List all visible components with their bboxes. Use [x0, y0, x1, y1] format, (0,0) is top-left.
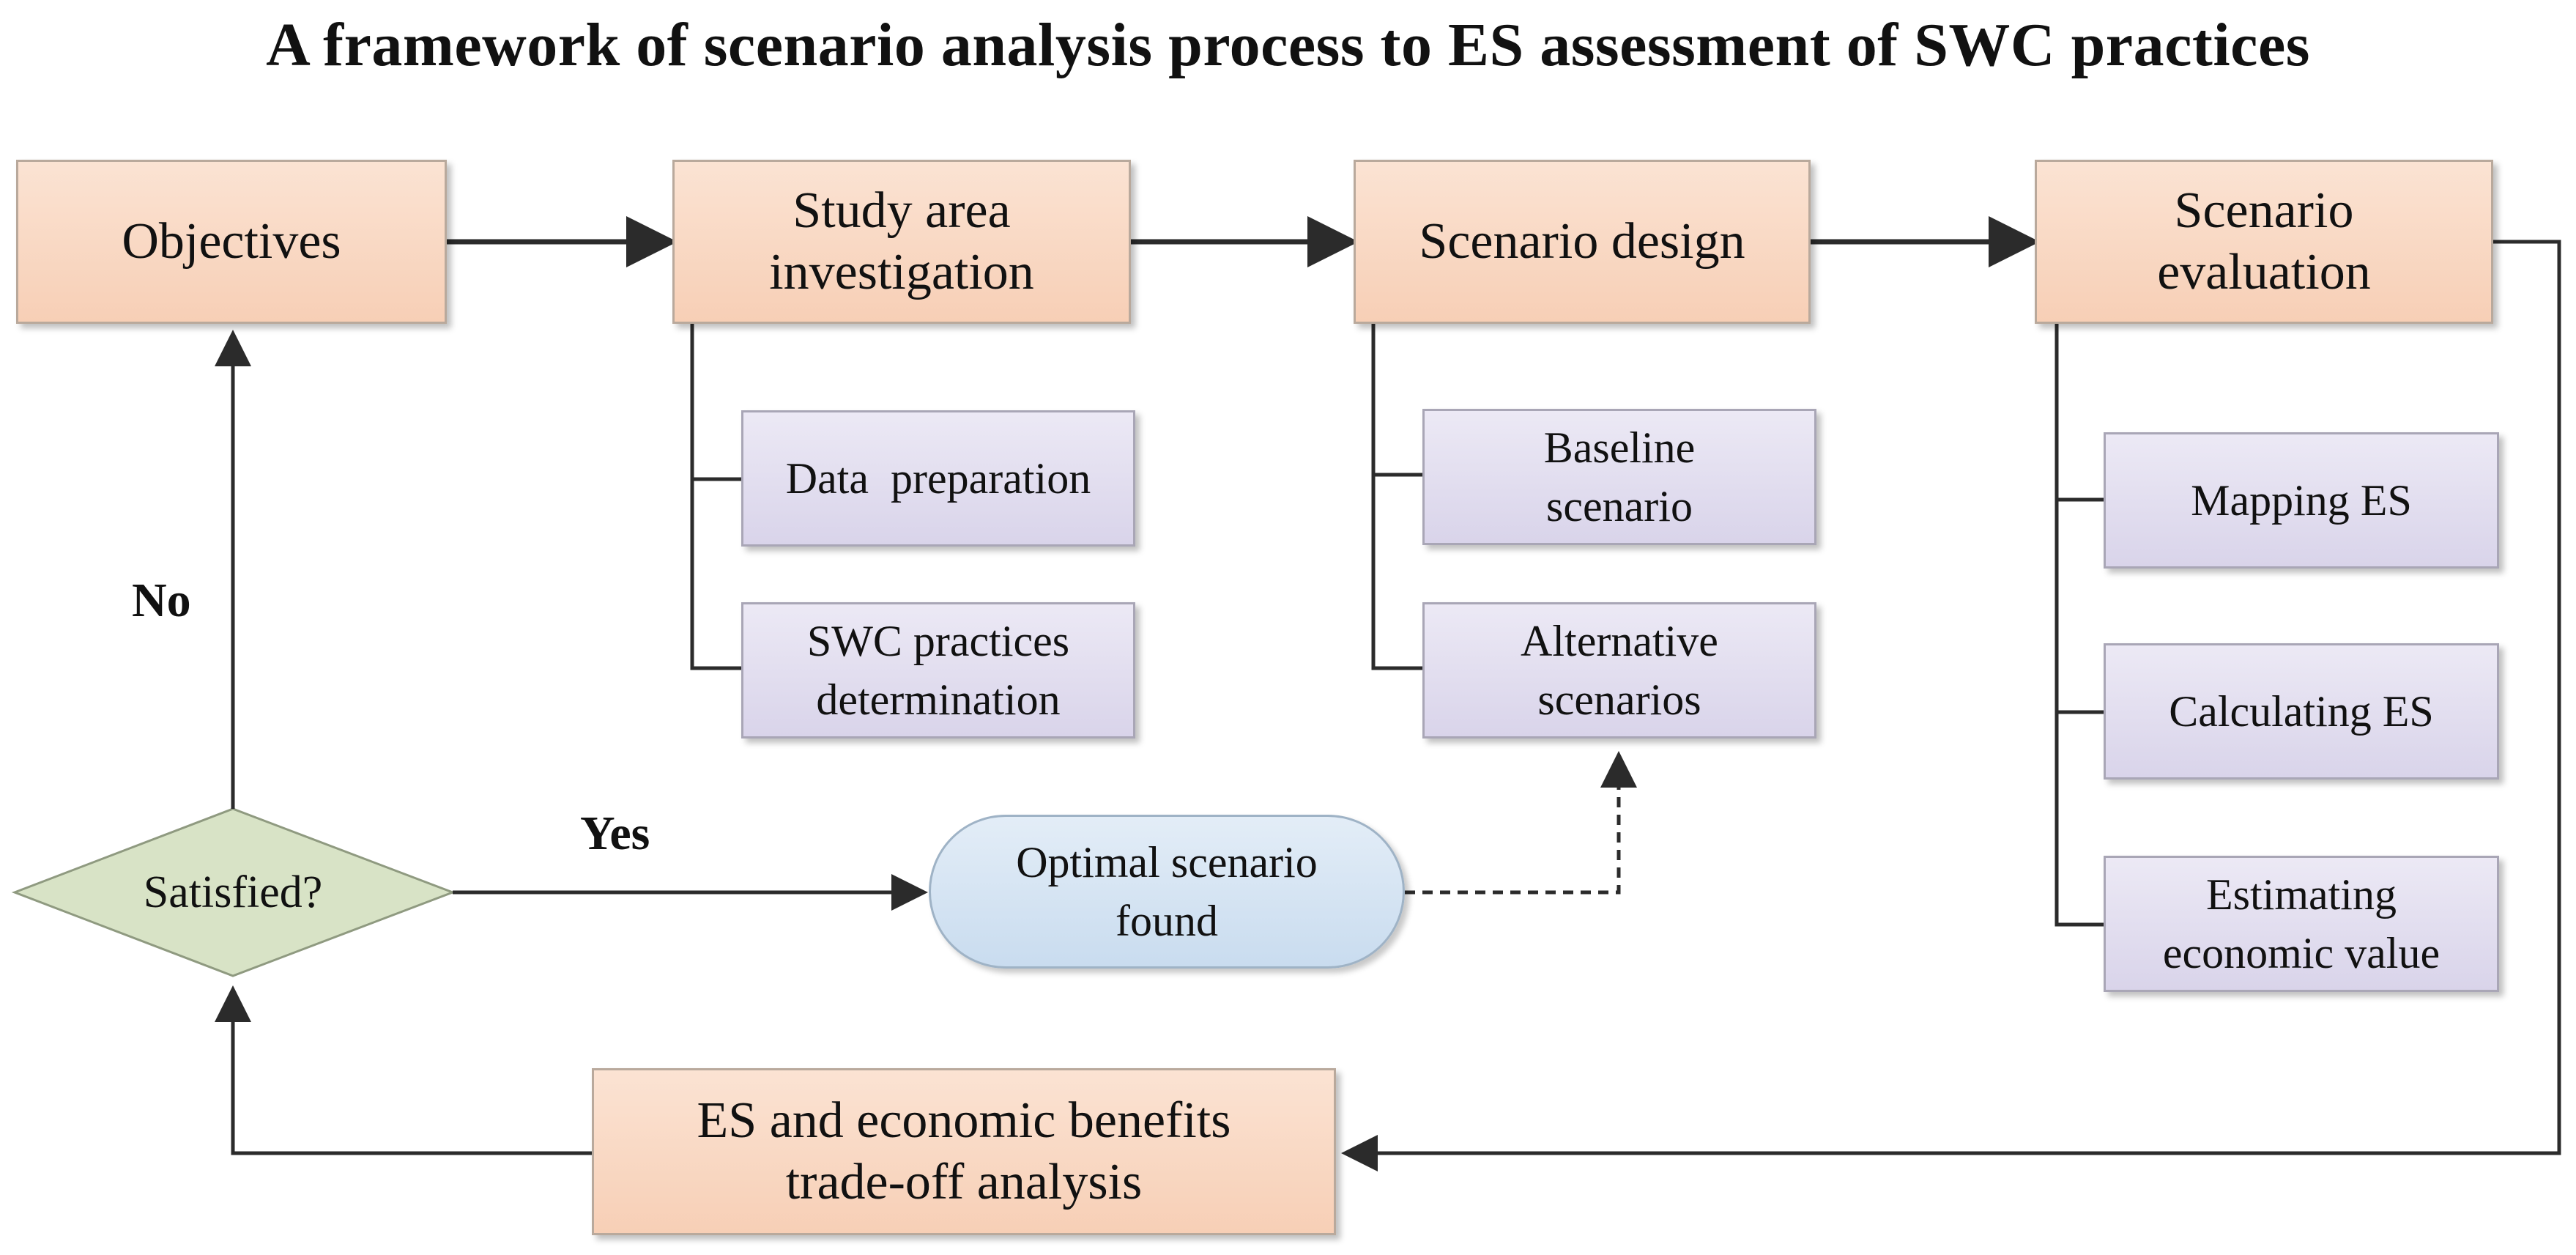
- scenario-design-label: Scenario design: [1419, 213, 1745, 270]
- arrow-tradeoff-to-satisfied: [215, 985, 592, 1155]
- calculating-es-label: Calculating ES: [2169, 687, 2434, 736]
- study-area-label-line2: investigation: [769, 244, 1034, 300]
- satisfied-decision-label: Satisfied?: [143, 867, 323, 917]
- data-preparation-box: Data preparation: [741, 410, 1135, 547]
- scenario-evaluation-label-line2: evaluation: [2157, 244, 2371, 300]
- data-preparation-label: Data preparation: [785, 454, 1091, 503]
- calculating-es-box: Calculating ES: [2104, 643, 2499, 780]
- alternative-label-line2: scenarios: [1537, 675, 1701, 724]
- objectives-label: Objectives: [122, 213, 341, 270]
- bracket-scenario-design: [1371, 324, 1422, 670]
- optimal-scenario-pill: Optimal scenario found: [929, 815, 1405, 969]
- mapping-es-box: Mapping ES: [2104, 432, 2499, 569]
- scenario-design-box: Scenario design: [1354, 160, 1811, 324]
- estimating-economic-value-box: Estimating economic value: [2104, 856, 2499, 992]
- swc-practices-box: SWC practices determination: [741, 602, 1135, 738]
- tradeoff-analysis-box: ES and economic benefits trade-off analy…: [592, 1068, 1336, 1235]
- baseline-label-line1: Baseline: [1543, 423, 1696, 472]
- baseline-scenario-box: Baseline scenario: [1422, 409, 1816, 545]
- mapping-es-label: Mapping ES: [2191, 476, 2412, 525]
- edge-label-yes: Yes: [580, 807, 650, 860]
- edge-label-no: No: [132, 574, 191, 627]
- scenario-evaluation-box: Scenario evaluation: [2035, 160, 2493, 324]
- estimating-label-line2: economic value: [2162, 929, 2440, 977]
- optimal-label-line2: found: [1116, 897, 1218, 945]
- swc-practices-label-line1: SWC practices: [806, 617, 1070, 665]
- swc-practices-label-line2: determination: [816, 675, 1061, 724]
- objectives-box: Objectives: [16, 160, 447, 324]
- diagram-title: A framework of scenario analysis process…: [266, 11, 2310, 79]
- tradeoff-label-line2: trade-off analysis: [785, 1154, 1143, 1210]
- baseline-label-line2: scenario: [1546, 482, 1693, 530]
- study-area-box: Study area investigation: [672, 160, 1131, 324]
- bracket-scenario-evaluation: [2055, 324, 2104, 927]
- study-area-label-line1: Study area: [793, 182, 1011, 239]
- bracket-study-area: [690, 324, 741, 670]
- scenario-evaluation-label-line1: Scenario: [2174, 182, 2354, 239]
- tradeoff-label-line1: ES and economic benefits: [697, 1092, 1231, 1149]
- arrow-evaluation-to-tradeoff: [1341, 240, 2561, 1171]
- estimating-label-line1: Estimating: [2206, 870, 2397, 919]
- arrow-optimal-to-alternative: [1405, 751, 1637, 895]
- alternative-scenarios-box: Alternative scenarios: [1422, 602, 1816, 738]
- optimal-label-line1: Optimal scenario: [1016, 838, 1318, 886]
- alternative-label-line1: Alternative: [1521, 617, 1718, 665]
